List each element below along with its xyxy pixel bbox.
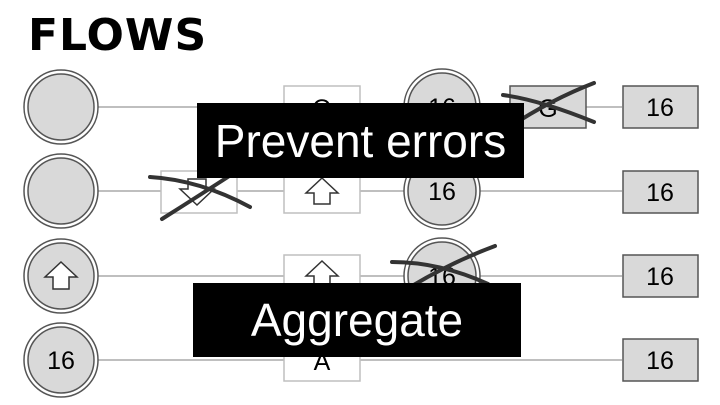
prevent-errors-banner: Prevent errors — [197, 103, 524, 178]
stage-node-label-row2: 16 — [428, 178, 456, 206]
source-node-row4: 16 — [23, 322, 99, 398]
arrow-up-icon — [304, 176, 340, 205]
source-node-label-row4: 16 — [47, 347, 75, 375]
source-node-row3 — [23, 238, 99, 314]
source-node-row1 — [23, 69, 99, 145]
output-node-row3: 16 — [622, 254, 699, 298]
output-label-row1: 16 — [646, 94, 674, 122]
aggregate-banner: Aggregate — [193, 283, 521, 357]
output-label-row2: 16 — [646, 179, 674, 207]
source-node-row2 — [23, 153, 99, 229]
output-node-row2: 16 — [622, 170, 699, 214]
output-label-row4: 16 — [646, 347, 674, 375]
output-node-row1: 16 — [622, 85, 699, 129]
arrow-down-icon — [178, 178, 216, 207]
output-node-row4: 16 — [622, 338, 699, 382]
slide-title: FLOWS — [28, 10, 208, 61]
cross-out-mark-row3 — [390, 244, 497, 288]
output-label-row3: 16 — [646, 263, 674, 291]
center-box-row2 — [283, 170, 361, 214]
arrow-up-icon — [43, 260, 79, 290]
